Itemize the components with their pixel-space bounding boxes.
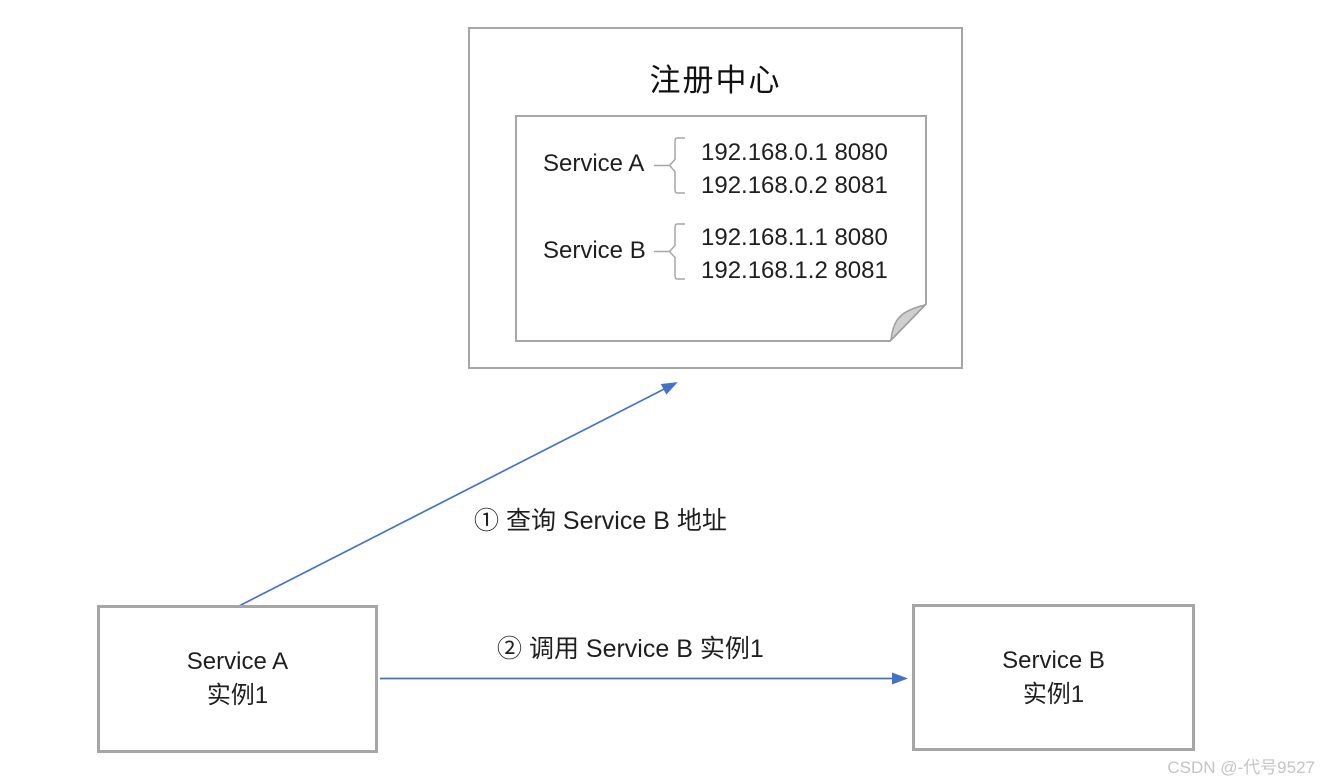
service-b-node-subtitle: 实例1 (1022, 680, 1085, 708)
folded-corner-note-shape (515, 115, 927, 342)
service-a-node-subtitle: 实例1 (206, 682, 269, 709)
query-arrow (238, 382, 678, 607)
watermark: CSDN @-代号9527 (1167, 758, 1315, 777)
service-b-instance-node: Service B 实例1 (912, 604, 1195, 751)
call-arrow-label: ② 调用 Service B 实例1 (497, 635, 764, 663)
brace-icon (654, 137, 685, 194)
address-line: 192.168.1.1 8080 (701, 224, 888, 251)
service-a-node-title: Service A (186, 648, 289, 675)
registry-entry-name: Service A (543, 150, 645, 177)
registry-title: 注册中心 (649, 63, 782, 98)
address-line: 192.168.0.1 8080 (701, 139, 888, 166)
address-line: 192.168.1.2 8081 (701, 257, 888, 284)
brace-icon (654, 223, 685, 280)
service-b-node-title: Service B (1002, 646, 1105, 674)
folded-corner-icon (890, 303, 927, 342)
registry-entry-name: Service B (543, 237, 646, 264)
registry-box: 注册中心 Service A 192.168.0.1 8080 192.168.… (468, 27, 963, 369)
query-arrow-label: ① 查询 Service B 地址 (474, 507, 727, 535)
service-a-instance-node: Service A 实例1 (97, 605, 378, 753)
registry-entry-addresses: 192.168.1.1 8080 192.168.1.2 8081 (701, 221, 888, 287)
registry-entry-addresses: 192.168.0.1 8080 192.168.0.2 8081 (701, 136, 888, 202)
registry-note: Service A 192.168.0.1 8080 192.168.0.2 8… (515, 115, 927, 342)
address-line: 192.168.0.2 8081 (701, 172, 888, 199)
